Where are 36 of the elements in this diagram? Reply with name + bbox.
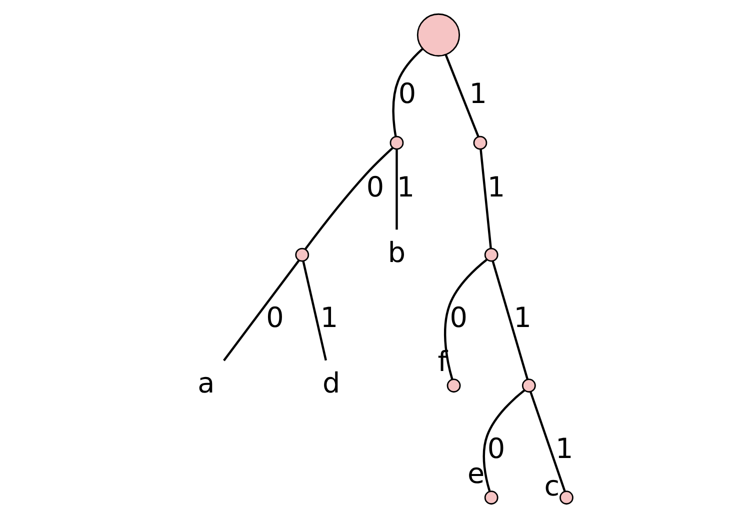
connector	[302, 260, 327, 361]
connector	[392, 48, 424, 136]
edge-label: 0	[487, 432, 506, 465]
edge-label: 0	[398, 77, 416, 110]
connector	[223, 260, 300, 362]
node-label: e	[467, 457, 485, 490]
edge-label: 0	[450, 301, 468, 334]
connector	[480, 149, 492, 249]
node-label: c	[544, 470, 560, 503]
connector	[304, 147, 394, 250]
node-text: b	[388, 236, 406, 269]
connector	[492, 260, 529, 380]
node-circle	[390, 136, 404, 150]
node-circle	[484, 490, 498, 505]
node-circle	[522, 378, 536, 393]
edge-label: 1	[396, 170, 415, 204]
connector	[529, 391, 566, 492]
edge-label: 0	[366, 170, 384, 204]
edge-label: 1	[514, 301, 532, 334]
node-text: d	[322, 366, 340, 400]
connector	[482, 390, 526, 492]
connector	[444, 258, 488, 380]
node-circle	[473, 136, 488, 150]
edge-label: 1	[487, 170, 506, 204]
connector	[444, 54, 480, 138]
node-circle	[446, 378, 461, 393]
node-text: a	[198, 366, 215, 400]
node-circle	[416, 13, 460, 57]
edge-label: 1	[556, 432, 574, 465]
edge-label: 1	[320, 301, 338, 334]
node-circle	[560, 490, 574, 505]
node-circle	[484, 248, 498, 262]
edge-label: 1	[469, 77, 487, 110]
node-circle	[295, 248, 310, 262]
connector	[396, 150, 398, 230]
edge-label: 0	[266, 301, 284, 334]
